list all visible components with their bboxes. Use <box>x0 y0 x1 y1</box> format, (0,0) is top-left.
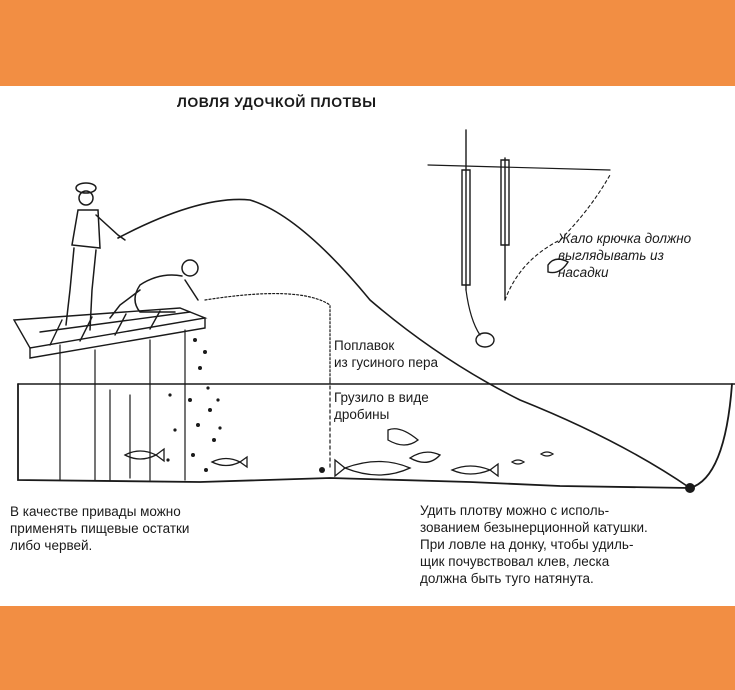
pier-deck <box>14 308 205 358</box>
sinker-label: Грузило в виде дробины <box>334 389 429 423</box>
standing-angler <box>66 183 125 330</box>
detail-float-2 <box>501 158 509 300</box>
page-title: ЛОВЛЯ УДОЧКОЙ ПЛОТВЫ <box>177 94 376 111</box>
float-line <box>205 294 330 380</box>
bait-caption: В качестве привады можно применять пищев… <box>10 503 189 554</box>
detail-water-line <box>428 165 610 170</box>
fish-group <box>125 429 553 476</box>
detail-hook-bait <box>476 333 494 347</box>
detail-hook-line <box>466 290 480 335</box>
reel-caption: Удить плотву можно с исполь- зованием бе… <box>420 502 648 587</box>
detail-float-1 <box>462 130 470 290</box>
hook-tip-label: Жало крючка должно выглядывать из насадк… <box>558 230 691 281</box>
pier-posts <box>60 330 185 480</box>
float-label: Поплавок из гусиного пера <box>334 337 438 371</box>
